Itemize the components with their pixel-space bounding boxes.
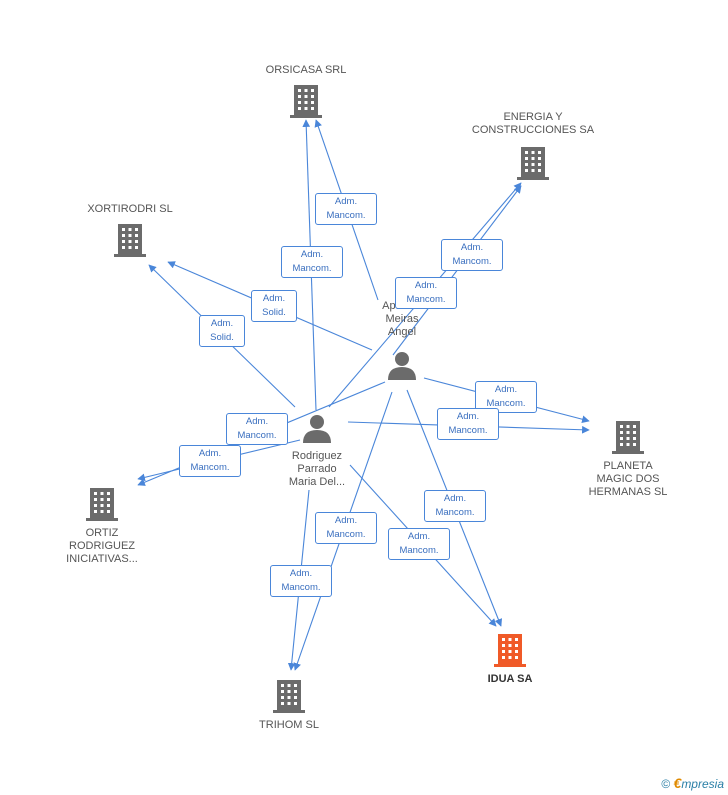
company-label-line-1: ENERGIA Y	[503, 111, 563, 123]
relation-label-aparicio-trihom[interactable]: Adm.Mancom.	[315, 512, 377, 544]
company-label-line-2: CONSTRUCCIONES SA	[471, 124, 595, 136]
building-icon	[114, 224, 146, 257]
node-rodriguez[interactable]: Rodriguez Parrado Maria Del...	[262, 414, 372, 489]
building-icon	[494, 634, 526, 667]
relation-label-rodriguez-ortiz[interactable]: Adm.Mancom.	[179, 445, 241, 477]
node-ortiz[interactable]: ORTIZ RODRIGUEZ INICIATIVAS...	[50, 486, 154, 566]
relation-label-aparicio-idua[interactable]: Adm.Mancom.	[424, 490, 486, 522]
node-planeta[interactable]: PLANETA MAGIC DOS HERMANAS SL	[576, 419, 680, 499]
company-label-line-3: INICIATIVAS...	[66, 553, 138, 565]
relation-label-rodriguez-xortirodri[interactable]: Adm.Solid.	[199, 315, 245, 347]
person-icon	[303, 415, 331, 443]
company-label: ORSICASA SRL	[265, 64, 347, 76]
relation-label-aparicio-ortiz[interactable]: Adm.Mancom.	[226, 413, 288, 445]
relation-label-aparicio-xortirodri[interactable]: Adm.Solid.	[251, 290, 297, 322]
copyright-symbol: ©	[661, 777, 671, 791]
person-label-line-2: Parrado	[297, 463, 337, 475]
relation-label-rodriguez-trihom[interactable]: Adm.Mancom.	[270, 565, 332, 597]
company-label-line-1: ORTIZ	[85, 527, 119, 539]
person-icon	[388, 352, 416, 380]
building-icon	[517, 147, 549, 180]
company-label-line-2: MAGIC DOS	[596, 473, 660, 485]
company-label: IDUA SA	[487, 673, 533, 685]
company-label-line-2: RODRIGUEZ	[69, 540, 135, 552]
person-label-line-3: Maria Del...	[288, 476, 346, 488]
relation-label-rodriguez-energia[interactable]: Adm.Mancom.	[395, 277, 457, 309]
company-label-line-1: PLANETA	[603, 460, 653, 472]
building-icon	[273, 680, 305, 713]
relation-label-aparicio-orsicasa[interactable]: Adm.Mancom.	[315, 193, 377, 225]
person-label-line-2: Meiras	[385, 313, 419, 325]
building-icon	[86, 488, 118, 521]
building-icon	[290, 85, 322, 118]
relation-label-rodriguez-idua[interactable]: Adm.Mancom.	[388, 528, 450, 560]
node-trihom[interactable]: TRIHOM SL	[244, 678, 334, 732]
building-icon	[612, 421, 644, 454]
brand-name: mpresia	[681, 777, 724, 791]
node-orsicasa[interactable]: ORSICASA SRL	[246, 64, 366, 119]
person-label-line-3: Angel	[387, 326, 417, 338]
relation-label-aparicio-energia[interactable]: Adm.Mancom.	[441, 239, 503, 271]
brand-footer[interactable]: © €mpresia	[661, 775, 724, 791]
person-label-line-1: Rodriguez	[291, 450, 343, 462]
company-label-line-3: HERMANAS SL	[588, 486, 668, 498]
node-idua[interactable]: IDUA SA	[470, 632, 550, 686]
node-xortirodri[interactable]: XORTIRODRI SL	[70, 203, 190, 258]
node-energia[interactable]: ENERGIA Y CONSTRUCCIONES SA	[463, 111, 603, 181]
company-label: XORTIRODRI SL	[87, 203, 173, 215]
node-aparicio[interactable]: Aparicio Meiras Angel	[352, 300, 452, 381]
company-label: TRIHOM SL	[259, 719, 319, 731]
relation-label-rodriguez-planeta[interactable]: Adm.Mancom.	[437, 408, 499, 440]
brand-logo-e: €	[673, 775, 682, 791]
relation-label-rodriguez-orsicasa[interactable]: Adm.Mancom.	[281, 246, 343, 278]
relation-label-aparicio-planeta[interactable]: Adm.Mancom.	[475, 381, 537, 413]
